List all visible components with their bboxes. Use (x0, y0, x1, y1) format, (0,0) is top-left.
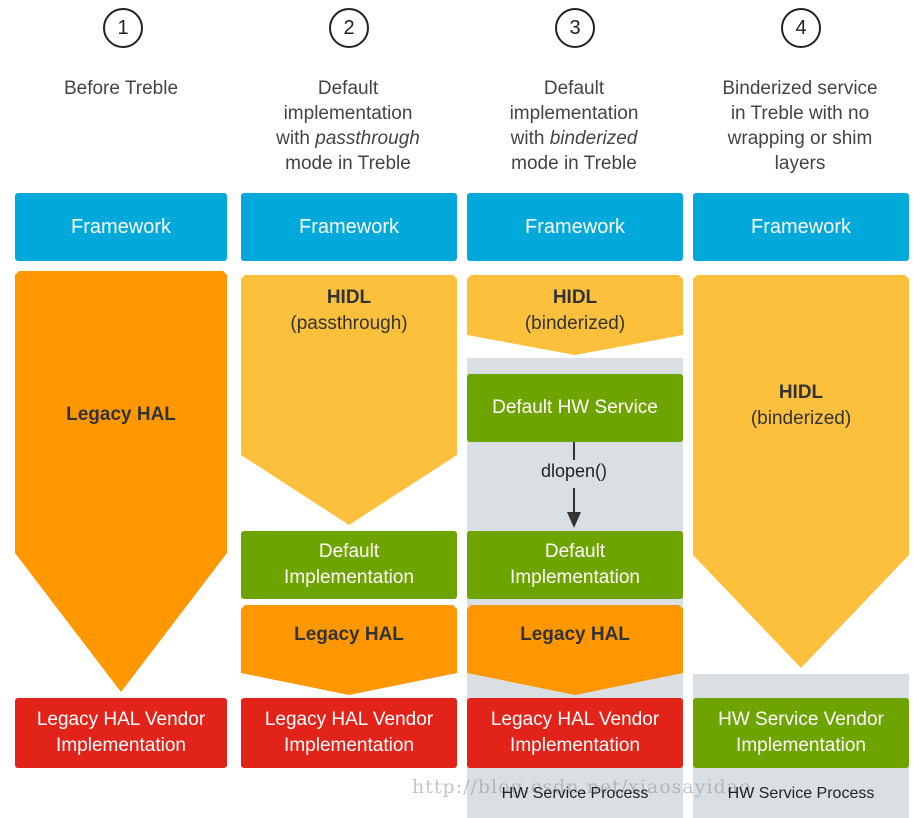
description-line: mode in Treble (285, 153, 411, 174)
vendor-line1: Legacy HAL Vendor (264, 709, 434, 730)
hidl-mode: (binderized) (524, 313, 626, 334)
description-line: in Treble with no (730, 103, 870, 124)
vendor-line1: HW Service Vendor (718, 709, 884, 730)
step-3-circle: 3 (555, 8, 595, 48)
legacy-hal-text: Legacy HAL (520, 624, 630, 645)
legacy-hal-shape (15, 271, 227, 692)
column-1-description: Before Treble (15, 76, 227, 101)
vendor-line2: Implementation (510, 735, 640, 756)
hw-service-vendor-box: HW Service Vendor Implementation (693, 698, 909, 768)
legacy-hal-label-2: Legacy HAL (241, 620, 457, 650)
framework-box-2: Framework (241, 193, 457, 261)
hidl-binderized-arrow-3 (467, 275, 683, 355)
hidl-mode: (binderized) (750, 408, 852, 429)
default-impl-line1: Default (318, 541, 380, 562)
legacy-hal-text: Legacy HAL (66, 404, 176, 425)
framework-box-1: Framework (15, 193, 227, 261)
description-text: with (510, 128, 550, 149)
framework-box-3: Framework (467, 193, 683, 261)
hidl-binderized-arrow-4 (693, 275, 909, 668)
step-number: 3 (569, 16, 581, 39)
vendor-line2: Implementation (284, 735, 414, 756)
description-line: with binderized (466, 126, 682, 151)
legacy-hal-shape (241, 605, 457, 695)
legacy-hal-vendor-box-2: Legacy HAL Vendor Implementation (241, 698, 457, 768)
vendor-line1: Legacy HAL Vendor (36, 709, 206, 730)
description-line: implementation (509, 103, 639, 124)
hidl-mode: (passthrough) (290, 313, 408, 334)
description-line: wrapping or shim (727, 128, 873, 149)
description-emphasis: binderized (549, 128, 638, 149)
default-impl-line1: Default (544, 541, 606, 562)
legacy-hal-arrow-3 (467, 605, 683, 695)
legacy-hal-arrow-1 (15, 271, 227, 692)
description-line: Before Treble (63, 78, 179, 99)
hidl-title: HIDL (778, 382, 824, 403)
hidl-shape (241, 275, 457, 525)
hw-service-process-label-4: HW Service Process (727, 785, 875, 802)
vendor-line1: Legacy HAL Vendor (490, 709, 660, 730)
legacy-hal-vendor-box-3: Legacy HAL Vendor Implementation (467, 698, 683, 768)
vendor-line2: Implementation (736, 735, 866, 756)
default-impl-line2: Implementation (284, 567, 414, 588)
default-hw-service-box: Default HW Service (467, 374, 683, 442)
step-number: 4 (795, 16, 807, 39)
column-4-description: Binderized service in Treble with no wra… (692, 76, 908, 176)
legacy-hal-arrow-2 (241, 605, 457, 695)
description-line: Default (543, 78, 605, 99)
hidl-passthrough-arrow (241, 275, 457, 525)
hidl-shape (693, 275, 909, 668)
description-line: Default (317, 78, 379, 99)
default-implementation-box-2: Default Implementation (241, 531, 457, 599)
column-3-description: Default implementation with binderized m… (466, 76, 682, 176)
vendor-line2: Implementation (56, 735, 186, 756)
hidl-title: HIDL (552, 287, 598, 308)
step-4-circle: 4 (781, 8, 821, 48)
hw-service-process-label-3: HW Service Process (501, 785, 649, 802)
description-line: layers (774, 153, 826, 174)
legacy-hal-label-3: Legacy HAL (467, 620, 683, 650)
framework-label: Framework (70, 215, 171, 238)
watermark-text: http://blog.csdn.net/xiaosayidao (412, 776, 752, 798)
dlopen-label: dlopen() (540, 461, 608, 481)
hidl-binderized-label-4: HIDL (binderized) (693, 378, 909, 434)
description-line: with passthrough (240, 126, 456, 151)
description-emphasis: passthrough (315, 128, 420, 149)
framework-label: Framework (750, 215, 851, 238)
dlopen-arrow-head (567, 512, 581, 528)
framework-label: Framework (524, 215, 625, 238)
dlopen-arrow (567, 442, 581, 528)
hidl-title: HIDL (326, 287, 372, 308)
description-line: mode in Treble (511, 153, 637, 174)
description-text: with (276, 128, 316, 149)
default-impl-line2: Implementation (510, 567, 640, 588)
legacy-hal-text: Legacy HAL (294, 624, 404, 645)
default-hw-service-label: Default HW Service (492, 397, 658, 418)
legacy-hal-vendor-box-1: Legacy HAL Vendor Implementation (15, 698, 227, 768)
framework-box-4: Framework (693, 193, 909, 261)
hidl-passthrough-label: HIDL (passthrough) (241, 283, 457, 339)
hidl-shape (467, 275, 683, 355)
framework-label: Framework (298, 215, 399, 238)
description-line: implementation (283, 103, 413, 124)
step-number: 2 (343, 16, 355, 39)
step-1-circle: 1 (103, 8, 143, 48)
step-2-circle: 2 (329, 8, 369, 48)
legacy-hal-label-1: Legacy HAL (15, 400, 227, 430)
description-line: Binderized service (722, 78, 878, 99)
legacy-hal-shape (467, 605, 683, 695)
hidl-binderized-label-3: HIDL (binderized) (467, 283, 683, 339)
column-2-description: Default implementation with passthrough … (240, 76, 456, 176)
step-number: 1 (117, 16, 129, 39)
default-implementation-box-3: Default Implementation (467, 531, 683, 599)
